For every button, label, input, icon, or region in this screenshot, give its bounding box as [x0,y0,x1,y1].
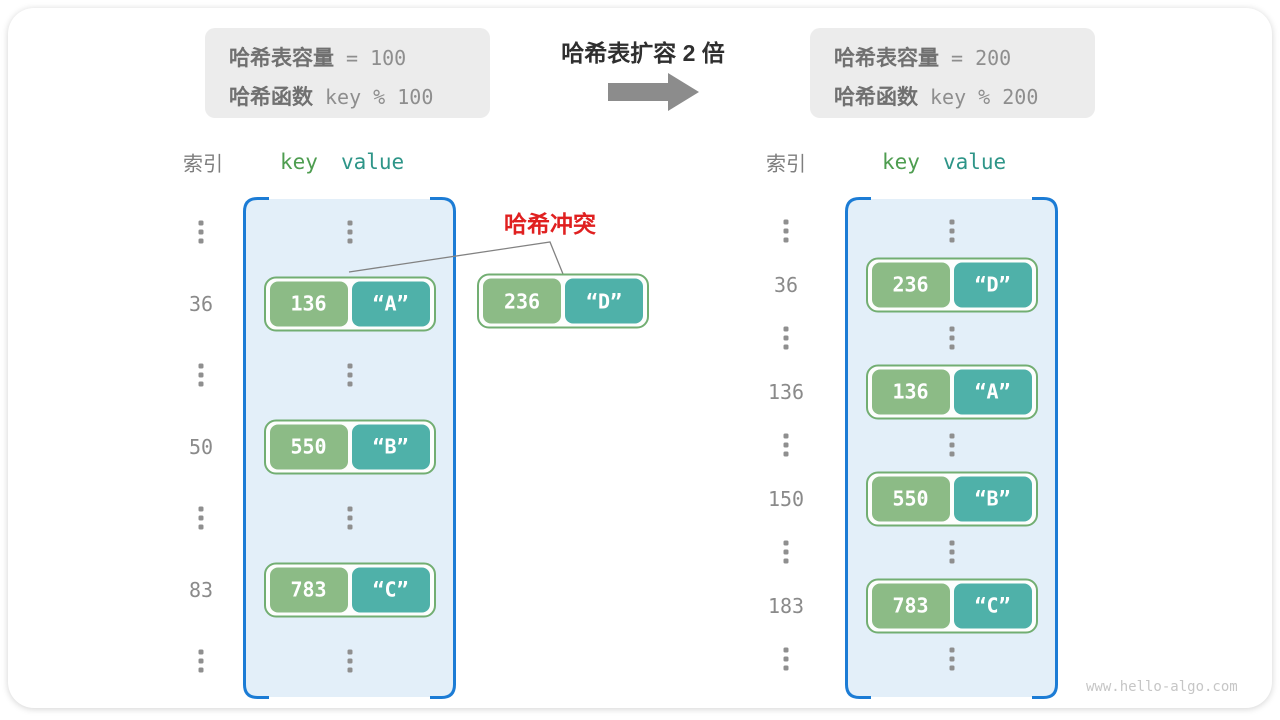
key-header: key [882,150,920,174]
value-header: value [942,150,1007,174]
pair-key: 783 [269,567,348,612]
pair-key: 550 [269,424,348,469]
hash-function-line: 哈希函数 key % 200 [834,81,1095,114]
index-label: 83 [188,577,214,602]
ellipsis-dots [347,506,352,530]
right-arrow-icon [608,73,699,111]
pair-entry: 550“B” [263,419,436,474]
page-card [8,8,1272,708]
ellipsis-dots [949,433,954,457]
ellipsis-dots [198,649,204,673]
pair-entry: 136“A” [263,276,436,331]
index-label: 50 [188,434,214,459]
capacity-line: 哈希表容量 = 100 [229,42,490,75]
capacity-label: 哈希表容量 [229,47,334,70]
index-label: 136 [767,379,805,404]
pair-key: 783 [871,583,950,628]
conflict-label: 哈希冲突 [504,211,596,237]
ellipsis-dots [783,219,789,243]
ellipsis-dots [347,220,352,244]
kv-header-before: key value [280,150,404,174]
hash-function-label: 哈希函数 [834,86,918,109]
pair-entry: 550“B” [865,471,1038,526]
hash-function-label: 哈希函数 [229,86,313,109]
value-header: value [340,150,405,174]
pair-value: “B” [953,476,1032,521]
pair-entry: 136“A” [865,364,1038,419]
index-header-before: 索引 [183,153,223,176]
ellipsis-dots [198,363,204,387]
pair-key: 136 [871,369,950,414]
conflict-pair: 236 “D” [477,273,649,329]
pair-value: “C” [953,583,1032,628]
watermark: www.hello-algo.com [1086,679,1238,695]
index-label: 150 [767,486,805,511]
capacity-label: 哈希表容量 [834,47,939,70]
capacity-box-before: 哈希表容量 = 100 哈希函数 key % 100 [205,28,490,118]
pair-value: “D” [565,278,643,324]
expand-title: 哈希表扩容 2 倍 [561,40,725,66]
index-header-after: 索引 [766,153,806,176]
pair-value: “A” [953,369,1032,414]
key-header: key [280,150,318,174]
ellipsis-dots [783,433,789,457]
ellipsis-dots [347,363,352,387]
capacity-box-after: 哈希表容量 = 200 哈希函数 key % 200 [810,28,1095,118]
ellipsis-dots [198,506,204,530]
kv-header-after: key value [882,150,1006,174]
pair-value: “D” [953,262,1032,307]
pair-value: “B” [351,424,430,469]
index-label: 36 [188,291,214,316]
table-bracket-border [845,197,1058,699]
ellipsis-dots [783,326,789,350]
ellipsis-dots [949,326,954,350]
capacity-value: = 100 [346,46,407,70]
index-label: 36 [773,272,799,297]
ellipsis-dots [949,647,954,671]
ellipsis-dots [949,540,954,564]
hash-function-value: key % 200 [930,85,1039,109]
index-label: 183 [767,593,805,618]
pair-key: 236 [871,262,950,307]
ellipsis-dots [198,220,204,244]
pair-key: 550 [871,476,950,521]
ellipsis-dots [949,219,954,243]
pair-entry: 783“C” [865,578,1038,633]
pair-entry: 236“D” [865,257,1038,312]
table-bracket-border [243,197,456,699]
ellipsis-dots [347,649,352,673]
pair-key: 236 [483,278,561,324]
ellipsis-dots [783,647,789,671]
capacity-value: = 200 [951,46,1012,70]
capacity-line: 哈希表容量 = 200 [834,42,1095,75]
pair-entry: 783“C” [263,562,436,617]
hash-function-value: key % 100 [325,85,434,109]
ellipsis-dots [783,540,789,564]
hash-function-line: 哈希函数 key % 100 [229,81,490,114]
pair-value: “A” [351,281,430,326]
pair-key: 136 [269,281,348,326]
pair-value: “C” [351,567,430,612]
